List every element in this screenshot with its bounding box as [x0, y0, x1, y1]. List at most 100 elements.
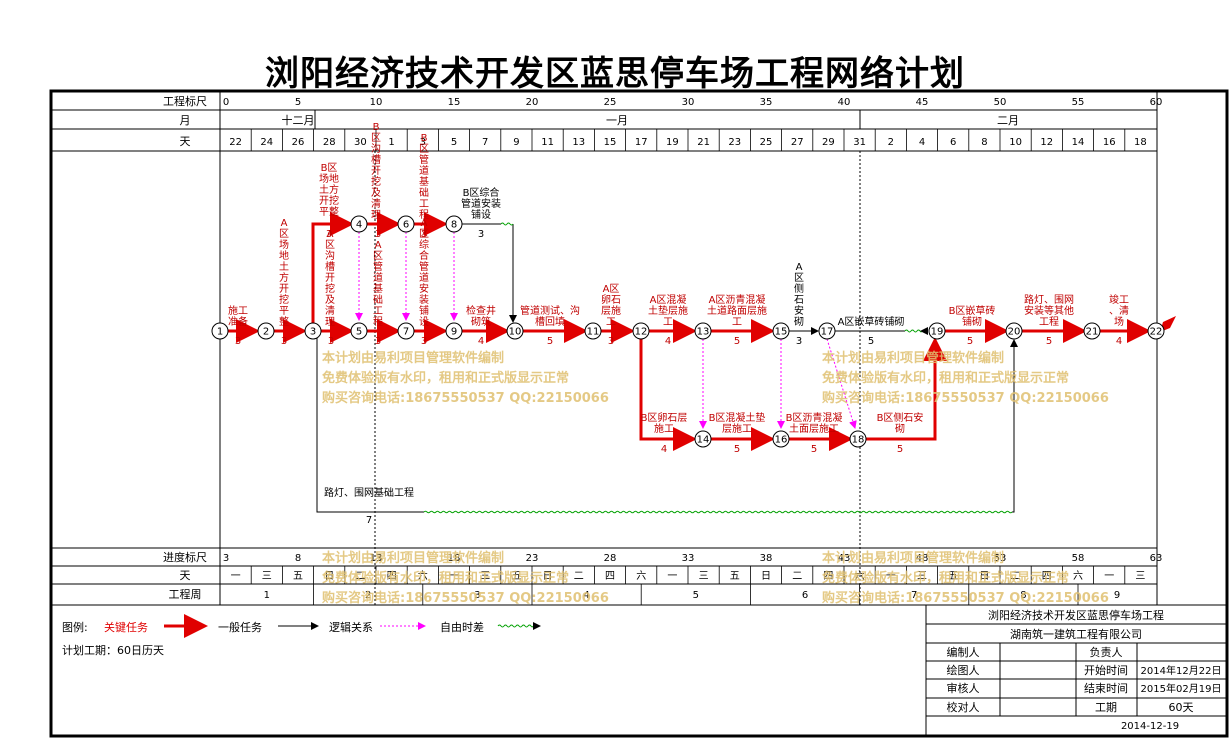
task-duration: 5	[811, 444, 817, 455]
weekday-cell: 一	[231, 571, 241, 582]
node-20	[1005, 322, 1023, 340]
node-number: 5	[356, 327, 362, 338]
task-label: 路灯、围网基础工程	[324, 486, 414, 499]
week-cell: 1	[264, 590, 270, 601]
task-label: 槽回填	[535, 315, 565, 328]
task-label: 平整	[319, 205, 339, 218]
weekday-cell: 一	[1104, 571, 1114, 582]
day-cell: 12	[1040, 137, 1053, 148]
day-cell: 31	[853, 137, 866, 148]
task-label: 槽	[371, 153, 381, 166]
progress-scale-tick: 48	[916, 553, 929, 564]
task-label: 开挖	[319, 194, 339, 207]
progress-scale-tick: 23	[526, 553, 539, 564]
task-label: 合	[419, 249, 429, 262]
node-number: 3	[310, 327, 316, 338]
watermark: 本计划由易利项目管理软件编制免费体验版有水印，租用和正式版显示正常购买咨询电话:…	[822, 551, 1109, 606]
weekday-cell: 三	[480, 571, 490, 582]
task-label: 开	[279, 284, 289, 295]
task-label: 管道安装	[461, 197, 501, 210]
progress-scale-tick: 3	[223, 553, 229, 564]
watermark: 本计划由易利项目管理软件编制免费体验版有水印，租用和正式版显示正常购买咨询电话:…	[322, 551, 609, 606]
top-scale-tick: 55	[1072, 97, 1085, 108]
weekday-cell: 三	[699, 571, 709, 582]
tb-r4c: 60天	[1169, 701, 1194, 714]
task-label: 工	[419, 199, 429, 210]
node-16	[772, 430, 790, 448]
task-label: A区	[603, 283, 620, 295]
task-label: 层施工	[722, 422, 752, 435]
top-scale-label: 工程标尺	[163, 94, 207, 108]
node-number: 17	[821, 327, 834, 338]
top-scale-tick: 15	[448, 97, 461, 108]
progress-scale-tick: 8	[295, 553, 301, 564]
weekday-cell: 日	[543, 571, 553, 582]
task-label: 施工	[228, 304, 248, 317]
task-label: 土面层施工	[789, 422, 839, 435]
task-duration: 3	[421, 336, 427, 347]
weekday-cell: 四	[1042, 571, 1052, 582]
task-label: 土垫层施	[648, 304, 688, 317]
task-label: 竣工	[1109, 293, 1129, 306]
day-cell: 23	[728, 137, 741, 148]
task-label: 砌	[794, 316, 804, 328]
watermark: 本计划由易利项目管理软件编制免费体验版有水印，租用和正式版显示正常购买咨询电话:…	[322, 351, 609, 406]
tb-r2a: 绘图人	[947, 663, 980, 677]
task-label: 施工	[654, 422, 674, 435]
task-duration: 3	[796, 336, 802, 347]
top-scale-tick: 10	[370, 97, 383, 108]
task-label: 场	[279, 238, 289, 251]
task-label: 砌筑	[471, 315, 491, 328]
day-cell: 19	[666, 137, 679, 148]
node-5	[350, 322, 368, 340]
task-label: 土	[279, 260, 289, 273]
weekday-cell: 四	[387, 571, 397, 582]
task-label: 理	[325, 316, 335, 328]
top-scale-tick: 50	[994, 97, 1007, 108]
task-label: 及	[325, 294, 335, 306]
weekday-cell: 四	[823, 571, 833, 582]
week-cell: 8	[1020, 590, 1026, 601]
node-22	[1147, 322, 1165, 340]
node-6	[397, 215, 415, 233]
week-cell: 4	[583, 590, 589, 601]
top-scale-tick: 0	[223, 97, 229, 108]
page-title: 浏阳经济技术开发区蓝思停车场工程网络计划	[265, 54, 965, 94]
day-cell: 1	[388, 137, 394, 148]
task-duration: 5	[897, 444, 903, 455]
day-cell: 15	[604, 137, 617, 148]
task-label: B区	[321, 162, 338, 174]
legend-normal: 一般任务	[218, 621, 262, 634]
task-duration: 4	[478, 336, 484, 347]
legend-free: 自由时差	[440, 621, 484, 634]
node-number: 12	[635, 327, 648, 338]
task-label: 区	[279, 228, 289, 240]
task-label: 挖	[279, 293, 289, 306]
day-cell: 27	[791, 137, 804, 148]
task-label: 开	[371, 166, 381, 177]
node-number: 19	[931, 327, 944, 338]
task-label: 清	[325, 304, 335, 317]
week-cell: 6	[802, 590, 808, 601]
weekday-cell: 一	[449, 571, 459, 582]
task-label: 管	[419, 260, 429, 273]
tb-r3b: 结束时间	[1084, 682, 1128, 695]
task-label: 层施	[601, 304, 621, 317]
tb-r2c: 2014年12月22日	[1141, 664, 1222, 677]
day-cell: 18	[1134, 137, 1147, 148]
task-label: 工程	[1039, 316, 1059, 328]
day-cell: 10	[1009, 137, 1022, 148]
day-cell: 13	[572, 137, 585, 148]
legend-logic: 逻辑关系	[329, 621, 373, 634]
task-label: 沟	[325, 249, 335, 262]
task-label: 及	[371, 187, 381, 199]
task-duration: 7	[366, 515, 372, 526]
task-label: 整	[279, 315, 289, 328]
task-label: 地	[279, 249, 289, 262]
weekday-cell: 二	[355, 571, 365, 582]
tb-r1b: 负责人	[1090, 645, 1123, 659]
task-duration: 5	[734, 444, 740, 455]
day-cell: 17	[635, 137, 648, 148]
task-label: B	[421, 133, 428, 144]
